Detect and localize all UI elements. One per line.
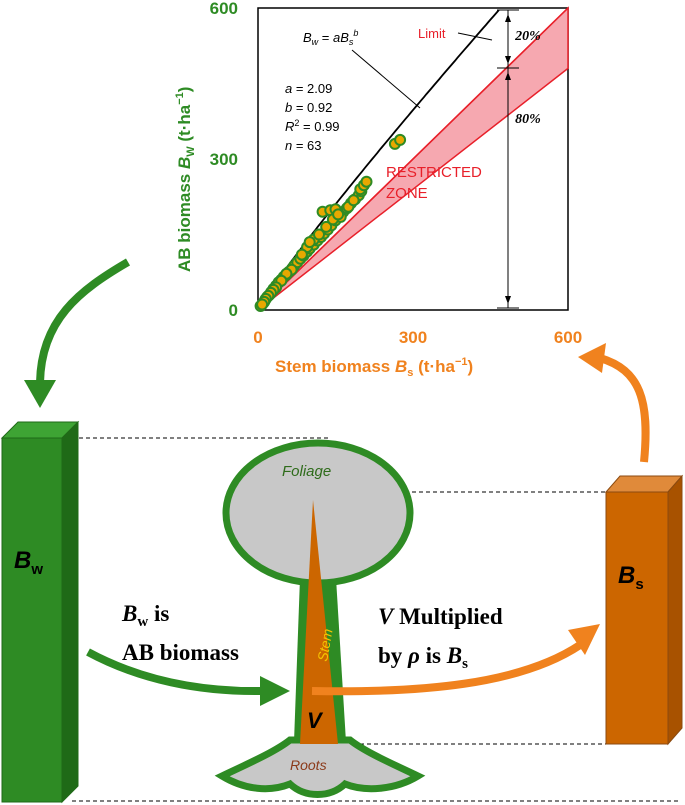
dimension-arrow: [505, 56, 511, 64]
v-description-line1: V Multiplied: [378, 604, 503, 629]
data-point: [332, 208, 345, 221]
green-arrow-to-bw: [36, 258, 131, 386]
stem-label: Stem: [314, 627, 335, 662]
bs-bar-front: [605, 491, 669, 745]
equation: Bw = aBsb: [303, 28, 358, 47]
limit-label: Limit: [418, 26, 446, 41]
x-tick-label: 300: [399, 328, 427, 347]
bw-description-line2: AB biomass: [122, 640, 239, 665]
data-point: [347, 194, 360, 207]
data-point: [256, 298, 269, 311]
x-tick-label: 600: [554, 328, 582, 347]
data-point: [303, 236, 316, 249]
data-point: [320, 220, 333, 233]
bw-description-line1: Bw is: [121, 601, 169, 630]
tree-diagram: Foliage Stem V Roots: [214, 439, 426, 798]
x-axis-label: Stem biomass Bs (t·ha−1): [275, 356, 473, 379]
orange-arrowhead-chart: [578, 343, 606, 373]
bw-bar-front: [1, 437, 63, 803]
green-arrow-to-tree: [86, 648, 263, 696]
zone-label-line2: ZONE: [386, 185, 428, 202]
equation-leader: [351, 49, 421, 109]
data-point: [360, 175, 373, 188]
y-axis-label: AB biomass BW (t·ha−1): [174, 87, 197, 272]
bw-bar: Bw: [0, 420, 80, 804]
scatter-chart: 20% 80% Limit Bw = aBsb a = 2.09 b = 0.9…: [174, 0, 582, 379]
dimension-arrow: [505, 72, 511, 80]
limit-line: [257, 7, 569, 311]
limit-leader: [457, 32, 493, 41]
dimension-arrow: [505, 296, 511, 304]
bs-bar: Bs: [604, 474, 684, 746]
bs-bar-label: Bs: [618, 562, 644, 593]
stat-b: b = 0.92: [285, 100, 332, 115]
tree-roots: [214, 736, 426, 798]
bw-bar-label: Bw: [14, 547, 43, 578]
volume-label: V: [307, 708, 324, 733]
fit-stats: a = 2.09 b = 0.92 R2 = 0.99 n = 63: [285, 81, 340, 153]
v-description-line2: by ρ is Bs: [378, 643, 468, 672]
dimension-arrow: [505, 14, 511, 22]
pct-top-label: 20%: [514, 29, 541, 44]
y-tick-label: 0: [229, 301, 238, 320]
data-point: [313, 228, 325, 241]
roots-label: Roots: [290, 757, 327, 773]
bw-bar-side: [61, 420, 79, 804]
y-tick-label: 600: [210, 0, 238, 18]
pct-bottom-label: 80%: [515, 112, 541, 127]
x-tick-label: 0: [253, 328, 262, 347]
orange-arrowhead-bs: [568, 624, 600, 655]
stat-a: a = 2.09: [285, 81, 332, 96]
y-tick-label: 300: [210, 150, 238, 169]
data-points: [254, 133, 407, 312]
bs-bar-side: [667, 474, 683, 746]
green-arrowhead-bw: [24, 380, 56, 408]
data-point: [394, 133, 407, 146]
orange-arrow-to-chart: [598, 354, 650, 463]
data-point: [295, 248, 308, 261]
tree-stem-wedge: [300, 500, 338, 744]
stat-n: n = 63: [285, 138, 322, 153]
orange-arrow-from-tree: [311, 641, 583, 696]
foliage-label: Foliage: [282, 463, 331, 480]
zone-label-line1: RESTRICTED: [386, 164, 482, 181]
stat-r2: R2 = 0.99: [285, 118, 340, 134]
axis-ticks: 0 300 600 0 300 600: [210, 0, 583, 347]
green-arrowhead-tree: [260, 676, 290, 706]
